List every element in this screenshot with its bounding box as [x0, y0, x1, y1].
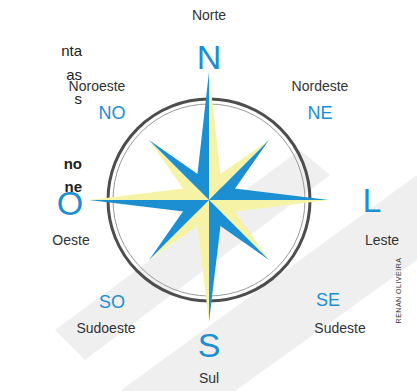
- intercardinal-letter: NO: [99, 104, 126, 122]
- credit-text: RENAN OLIVEIRA: [396, 257, 403, 323]
- cardinal-letter: O: [57, 186, 83, 220]
- cut-text: s: [75, 91, 83, 106]
- direction-name: Oeste: [52, 233, 89, 247]
- cardinal-letter: L: [363, 183, 382, 217]
- cut-text: no: [64, 156, 82, 171]
- intercardinal-letter: SO: [99, 293, 125, 311]
- intercardinal-letter: SE: [316, 291, 340, 309]
- intercardinal-letter: NE: [307, 104, 332, 122]
- direction-name: Sudeste: [314, 321, 365, 335]
- cut-text: nta: [61, 43, 82, 58]
- direction-name: Nordeste: [292, 79, 349, 93]
- direction-name: Sudoeste: [76, 321, 135, 335]
- cardinal-points: [89, 72, 329, 322]
- direction-name: Norte: [192, 8, 226, 22]
- direction-name: Sul: [199, 371, 219, 385]
- cardinal-letter: N: [197, 40, 222, 74]
- cardinal-letter: S: [198, 328, 221, 362]
- direction-name: Leste: [365, 233, 399, 247]
